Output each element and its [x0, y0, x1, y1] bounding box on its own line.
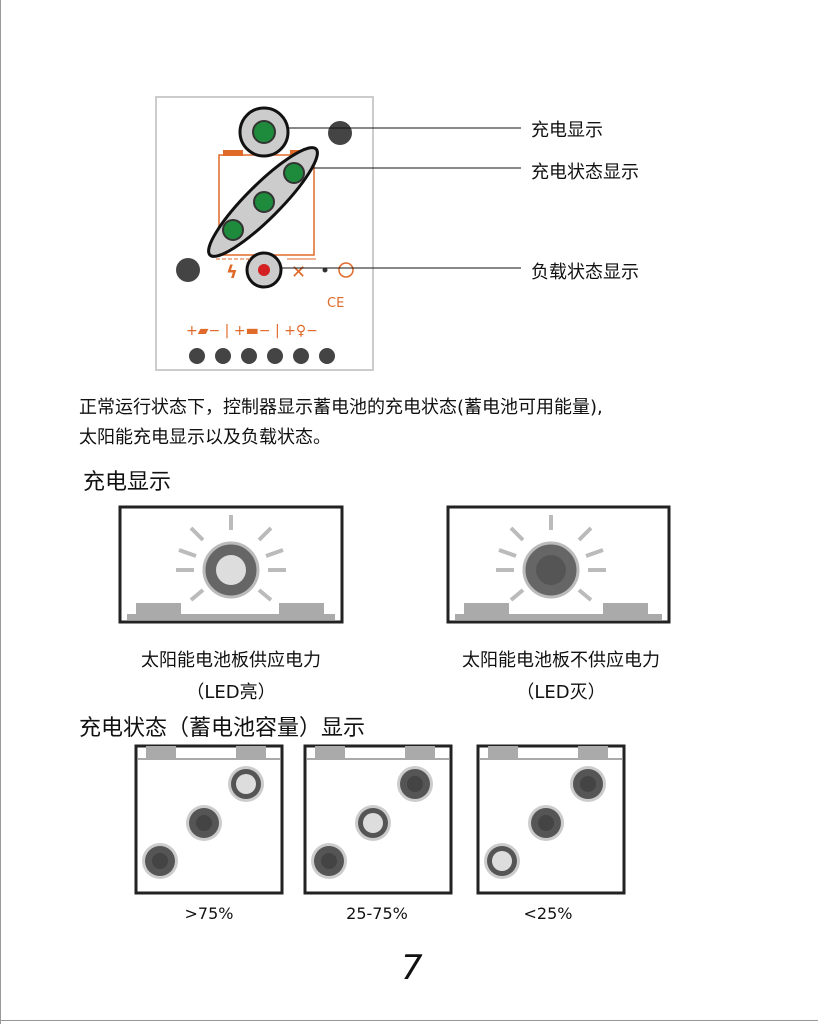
label-charge-state-display: 充电状态显示: [531, 162, 639, 183]
charge-display-heading: 充电显示: [83, 470, 172, 495]
svg-text:✕: ✕: [291, 262, 306, 283]
label-load-state-display: 负载状态显示: [531, 262, 639, 283]
caption-led-on-sub: （LED亮）: [186, 682, 276, 703]
battery-led-off: [196, 815, 212, 831]
charge-on-illustration: [118, 505, 344, 624]
ce-mark: CE: [327, 296, 345, 311]
charge-off-illustration: [446, 505, 671, 624]
battery-led-lit: [492, 851, 512, 871]
intro-line-1: 正常运行状态下，控制器显示蓄电池的充电状态(蓄电池可用能量),: [79, 397, 603, 418]
svg-text:ϟ: ϟ: [226, 262, 238, 283]
battery-led-off: [152, 853, 168, 869]
battery-led-3: [283, 162, 305, 184]
charge-led: [252, 120, 276, 144]
caption-led-off: 太阳能电池板不供应电力: [462, 650, 660, 671]
svg-text:+▰− | +▬− | +♀−: +▰− | +▬− | +♀−: [186, 323, 318, 339]
controller-panel-diagram: ϟ ✕ +▰− | +▬− | +♀−: [155, 96, 521, 371]
battery-led-off: [407, 776, 423, 792]
battery-level-box: [134, 744, 284, 895]
page-number: 7: [401, 948, 423, 988]
battery-led-2: [253, 191, 275, 213]
battery-led-off: [321, 853, 337, 869]
battery-led-off: [538, 815, 554, 831]
intro-line-2: 太阳能充电显示以及负载状态。: [79, 427, 331, 448]
battery-level-box: [303, 744, 453, 895]
battery-level-illustrations: [134, 744, 626, 895]
caption-led-on: 太阳能电池板供应电力: [141, 650, 321, 671]
battery-led-1: [222, 219, 244, 241]
label-charge-display: 充电显示: [531, 120, 603, 141]
battery-led-off: [580, 776, 596, 792]
battery-level-box: [476, 744, 626, 895]
level-label-high: >75%: [184, 904, 234, 923]
caption-led-off-sub: （LED灭）: [516, 682, 606, 703]
level-label-low: <25%: [523, 904, 573, 923]
battery-state-heading: 充电状态（蓄电池容量）显示: [79, 716, 366, 741]
battery-led-lit: [236, 774, 256, 794]
level-label-mid: 25-75%: [346, 904, 408, 923]
load-led: [258, 264, 270, 276]
battery-led-lit: [363, 813, 383, 833]
